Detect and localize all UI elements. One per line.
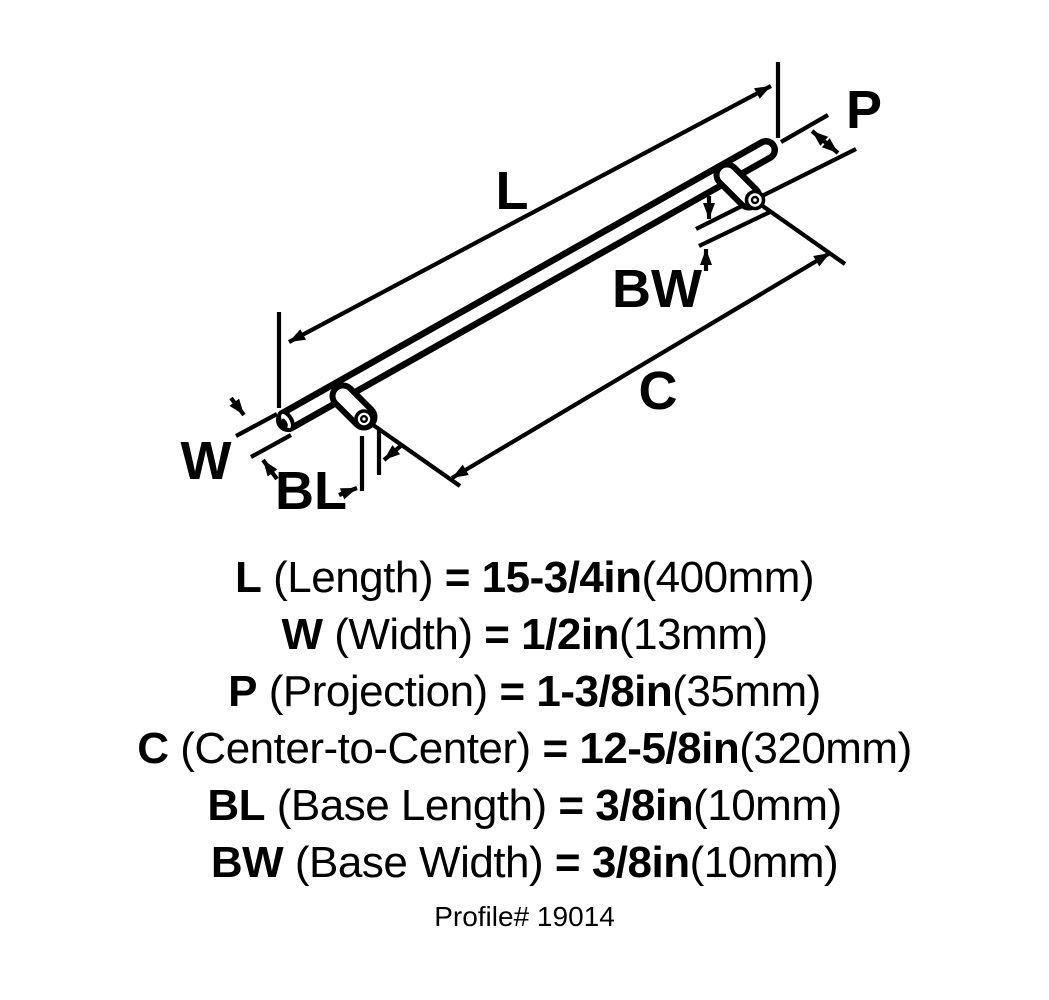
dim-line-length	[288, 84, 772, 344]
w-reference-line-upper	[235, 412, 278, 438]
spec-code: BL	[207, 781, 266, 830]
w-arrow-lower	[261, 458, 279, 481]
dim-label-center-to-center: C	[639, 361, 678, 421]
dim-label-length: L	[496, 161, 529, 221]
spec-value: = 1/2in	[484, 610, 619, 659]
spec-metric: (320mm)	[739, 724, 912, 773]
spec-value: = 1-3/8in	[499, 667, 673, 716]
spec-metric: (400mm)	[641, 553, 815, 602]
spec-metric: (10mm)	[693, 781, 842, 830]
spec-name: (Base Length)	[276, 781, 547, 830]
screw-hole-right-icon	[744, 189, 766, 211]
screw-hole-left-icon	[354, 409, 374, 429]
handle-post-right	[713, 161, 763, 211]
c-extension-line-bottom	[364, 418, 462, 488]
w-arrow-upper	[229, 396, 246, 417]
spec-value: = 12-5/8in	[542, 724, 740, 773]
spec-value: = 15-3/4in	[444, 553, 642, 602]
dim-label-base-width: BW	[612, 259, 702, 319]
spec-code: W	[281, 610, 323, 659]
spec-code: P	[228, 667, 258, 716]
dim-label-projection: P	[846, 80, 882, 140]
spec-name: (Base Width)	[294, 838, 544, 887]
w-reference-line-lower	[249, 433, 293, 459]
bar-end-face	[277, 409, 295, 433]
bl-arrow-left	[338, 486, 358, 500]
spec-row-base-length: BL (Base Length) = 3/8in(10mm)	[0, 777, 1049, 834]
spec-metric: (35mm)	[672, 667, 821, 716]
c-extension-line-top	[755, 200, 847, 266]
dim-arrow-projection	[810, 129, 840, 155]
spec-name: (Width)	[334, 610, 473, 659]
p-reference-line	[779, 113, 830, 144]
spec-code: C	[137, 724, 169, 773]
spec-metric: (10mm)	[689, 838, 839, 887]
profile-number: Profile# 19014	[434, 901, 615, 932]
spec-row-center-to-center: C (Center-to-Center) = 12-5/8in(320mm)	[0, 720, 1049, 777]
handle-dimension-diagram: L P BW C W BL	[181, 62, 882, 521]
spec-row-base-width: BW (Base Width) = 3/8in(10mm)	[0, 834, 1049, 891]
spec-row-width: W (Width) = 1/2in(13mm)	[0, 606, 1049, 663]
spec-name: (Length)	[273, 553, 433, 602]
spec-name: (Projection)	[268, 667, 488, 716]
spec-row-length: L (Length) = 15-3/4in(400mm)	[0, 549, 1049, 606]
spec-value: = 3/8in	[558, 781, 694, 830]
spec-metric: (13mm)	[618, 610, 768, 659]
spec-name: (Center-to-Center)	[180, 724, 531, 773]
dim-label-width: W	[181, 431, 232, 491]
dim-line-center-to-center	[450, 251, 832, 480]
spec-list: L (Length) = 15-3/4in(400mm) W (Width) =…	[0, 549, 1049, 934]
bw-reference-line	[698, 210, 771, 248]
bl-arrow-right	[382, 442, 405, 462]
spec-code: BW	[210, 838, 284, 887]
spec-value: = 3/8in	[554, 838, 690, 887]
spec-row-projection: P (Projection) = 1-3/8in(35mm)	[0, 663, 1049, 720]
dim-label-base-length: BL	[275, 461, 347, 521]
spec-code: L	[234, 553, 262, 602]
